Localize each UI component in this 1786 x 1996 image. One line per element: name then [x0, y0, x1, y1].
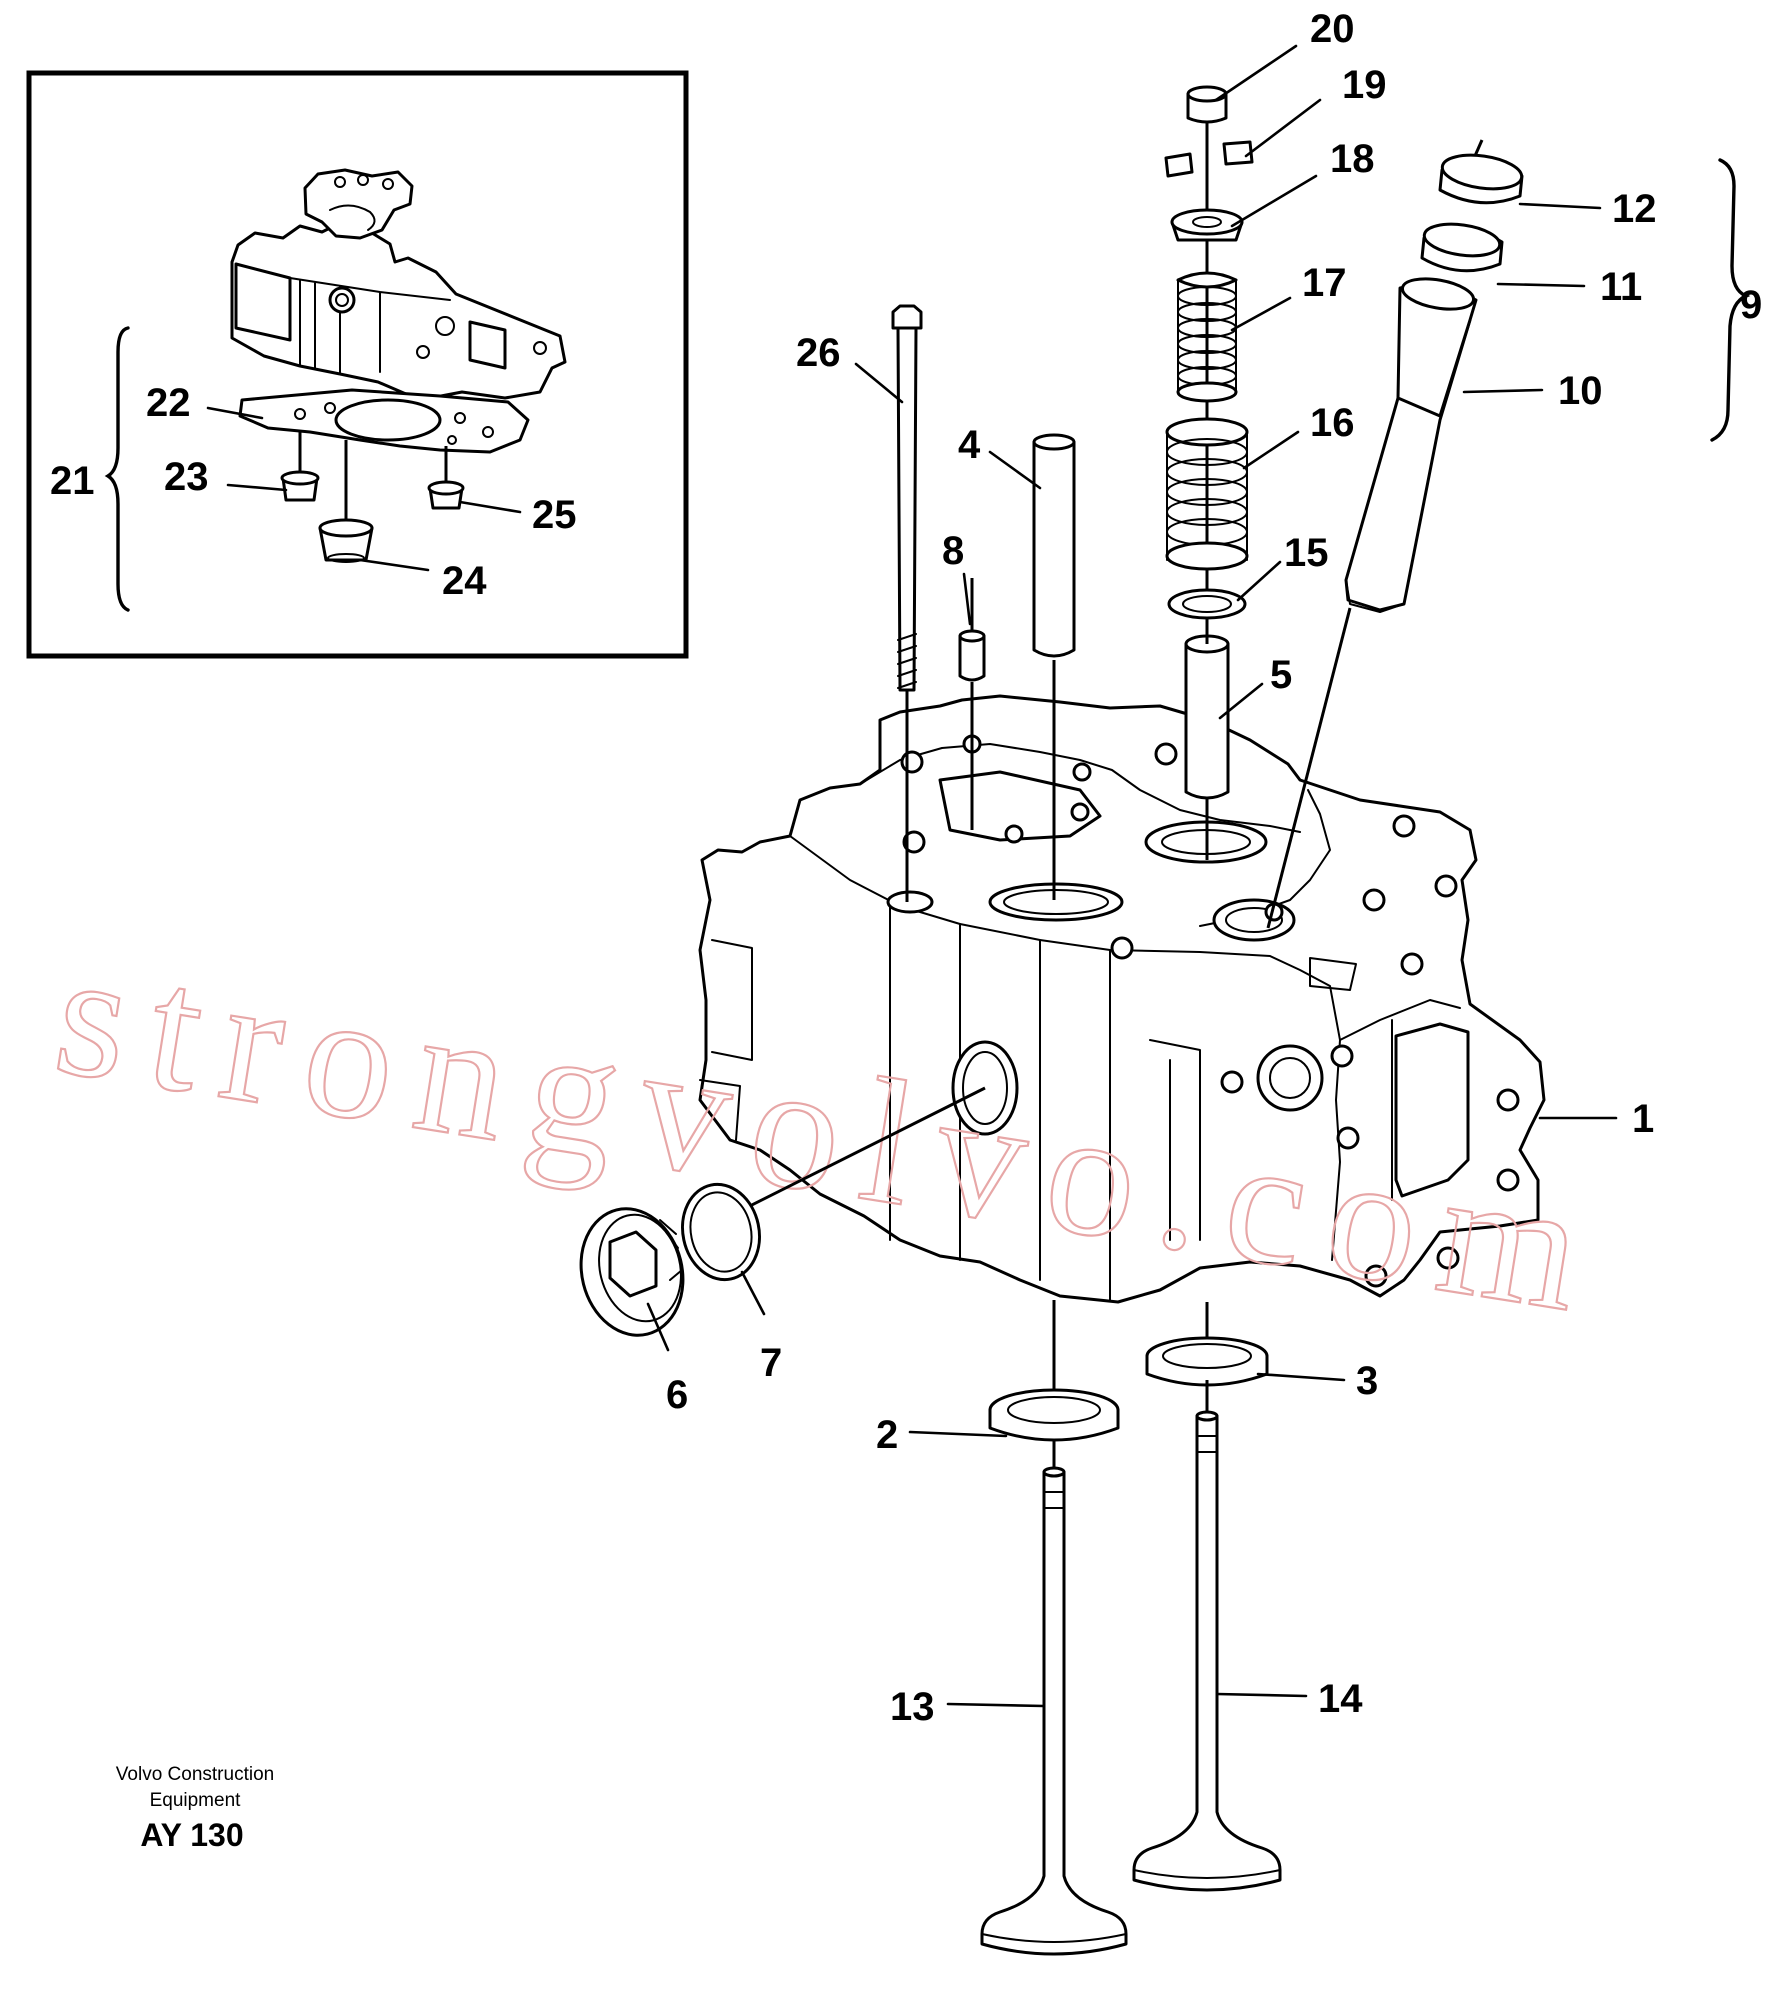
exhaust-valve-part-14: [1132, 1380, 1282, 1892]
leader-11: [1496, 282, 1586, 288]
leader-18: [1230, 174, 1318, 228]
leader-17: [1230, 296, 1292, 332]
callout-9: 9: [1740, 283, 1762, 327]
callout-8: 8: [942, 529, 964, 573]
footer-company-line1: Volvo Construction: [116, 1764, 274, 1785]
valve-seat-part-2: [988, 1300, 1120, 1442]
callout-6: 6: [666, 1373, 688, 1417]
footer-code: AY 130: [140, 1817, 243, 1853]
sleeve-part-10: [1344, 277, 1478, 613]
callout-4: 4: [958, 423, 981, 467]
leader-19: [1244, 98, 1322, 158]
callout-19: 19: [1342, 63, 1387, 107]
pin-part-8: [958, 578, 986, 830]
callout-14: 14: [1318, 1677, 1363, 1721]
valve-cap-part-20: [1186, 85, 1228, 124]
callout-1: 1: [1632, 1097, 1654, 1141]
leader-2: [908, 1430, 1008, 1438]
plug-part-6: [579, 1207, 685, 1337]
valve-seat-part-3: [1145, 1302, 1269, 1387]
inset-seal-part-24: [318, 440, 374, 563]
ring-part-11: [1420, 222, 1504, 273]
ring-part-12: [1438, 153, 1524, 205]
bolt-part-26: [891, 304, 923, 902]
leader-16: [1242, 430, 1300, 470]
callout-17: 17: [1302, 261, 1347, 305]
leader-12: [1518, 202, 1602, 210]
callout-12: 12: [1612, 187, 1657, 231]
callout-22: 22: [146, 381, 191, 425]
callout-15: 15: [1284, 531, 1329, 575]
inset-seal-part-25: [427, 446, 465, 510]
leader-4: [988, 450, 1042, 490]
leader-20: [1214, 44, 1298, 102]
spring-retainer-part-18: [1170, 208, 1244, 242]
injector-sleeve-assembly-part-9: [1266, 139, 1751, 929]
inner-spring-part-17: [1176, 271, 1238, 403]
leader-15: [1236, 560, 1282, 602]
callout-23: 23: [164, 455, 209, 499]
callout-5: 5: [1270, 653, 1292, 697]
valve-guide-part-4: [1032, 433, 1076, 900]
outer-spring-part-16: [1165, 417, 1249, 571]
callout-7: 7: [760, 1341, 782, 1385]
leader-5: [1218, 682, 1264, 720]
callout-10: 10: [1558, 369, 1603, 413]
inset-panel: 22 23 21 25 24: [26, 70, 689, 659]
leader-6: [646, 1302, 670, 1352]
callout-20: 20: [1310, 7, 1355, 51]
plug-assembly: [579, 1086, 986, 1337]
leader-24: [358, 558, 430, 572]
o-ring-part-7: [681, 1182, 761, 1282]
inset-gasket-part-22: [238, 388, 530, 454]
callout-24: 24: [442, 559, 487, 603]
leader-26: [854, 362, 904, 404]
cylinder-head-part-1: [698, 694, 1546, 1304]
leader-14: [1215, 1692, 1308, 1698]
brace-9: [1710, 158, 1751, 442]
spring-seat-part-15: [1167, 588, 1247, 620]
leader-22: [206, 406, 264, 420]
callout-2: 2: [876, 1413, 898, 1457]
callout-26: 26: [796, 331, 841, 375]
intake-valve-part-13: [980, 1440, 1128, 1956]
leader-10: [1462, 388, 1544, 394]
valve-guide-part-5: [1184, 634, 1230, 860]
leader-8: [962, 572, 972, 626]
callout-25: 25: [532, 493, 577, 537]
callout-3: 3: [1356, 1359, 1378, 1403]
callout-16: 16: [1310, 401, 1355, 445]
inset-seal-part-23: [280, 432, 320, 502]
leader-25: [458, 500, 522, 514]
callout-18: 18: [1330, 137, 1375, 181]
valve-spring-stack: [1164, 85, 1254, 644]
footer-company-line2: Equipment: [150, 1790, 242, 1811]
collet-part-19: [1164, 140, 1254, 178]
brace-21: [104, 326, 130, 612]
leader-3: [1256, 1372, 1346, 1382]
inset-cylinder-head: [230, 168, 567, 402]
callout-21: 21: [50, 459, 95, 503]
footer-block: Volvo Construction Equipment AY 130: [116, 1764, 274, 1853]
leader-23: [226, 483, 288, 492]
callout-13: 13: [890, 1685, 935, 1729]
callout-11: 11: [1600, 265, 1642, 309]
leader-13: [946, 1702, 1046, 1708]
leader-7: [740, 1270, 766, 1316]
